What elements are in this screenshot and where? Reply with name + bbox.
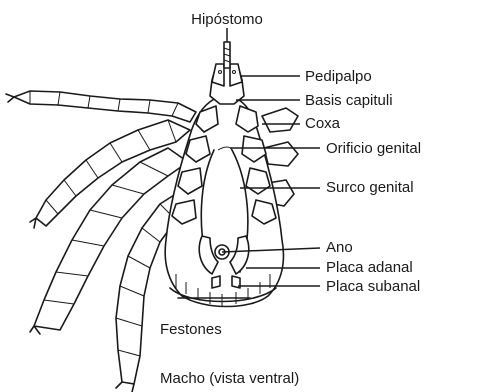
pedipalp-left <box>212 64 224 86</box>
label-surco-genital: Surco genital <box>326 179 414 196</box>
label-coxa: Coxa <box>305 115 341 132</box>
pedipalp-right <box>230 64 242 86</box>
leg-3 <box>30 148 188 334</box>
label-ano: Ano <box>326 239 353 256</box>
label-festones: Festones <box>160 321 222 338</box>
label-orificio-genital: Orificio genital <box>326 140 421 157</box>
label-placa-adanal: Placa adanal <box>326 259 413 276</box>
diagram-caption: Macho (vista ventral) <box>160 370 299 387</box>
leg-1 <box>6 91 196 122</box>
label-hipostomo: Hipóstomo <box>191 11 263 28</box>
capitulum <box>210 42 244 104</box>
label-pedipalpo: Pedipalpo <box>305 68 372 85</box>
label-basis-capituli: Basis capituli <box>305 92 393 109</box>
tick-body <box>165 94 283 307</box>
label-placa-subanal: Placa subanal <box>326 278 420 295</box>
